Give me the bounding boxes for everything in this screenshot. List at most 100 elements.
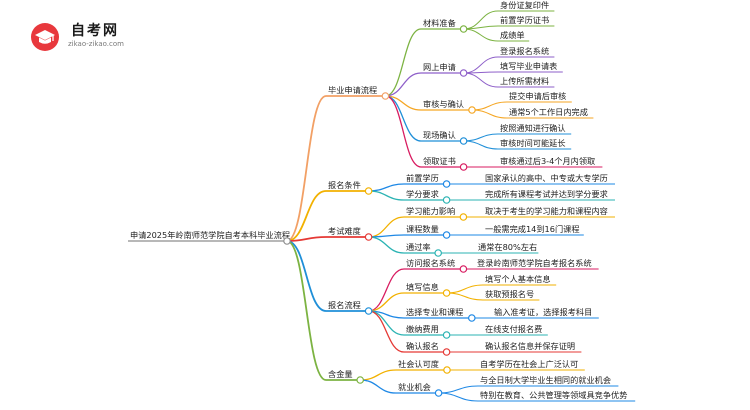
connector-line: [286, 240, 327, 381]
node-connector-dot[interactable]: [442, 180, 451, 188]
connector-line: [286, 236, 327, 242]
node-connector-dot[interactable]: [356, 376, 365, 384]
node-connector-dot[interactable]: [459, 25, 468, 33]
subtopic[interactable]: 就业机会: [398, 382, 431, 392]
connector-line: [286, 190, 327, 242]
connector-line: [360, 369, 397, 381]
subtopic[interactable]: 确认报名: [406, 341, 439, 351]
node-connector-dot[interactable]: [364, 307, 373, 315]
leaf-item[interactable]: 确认报名信息并保存证明: [485, 341, 575, 351]
leaf-item[interactable]: 登录岭南师范学院自考报名系统: [477, 258, 592, 268]
leaf-item[interactable]: 提交申请后审核: [509, 91, 566, 101]
leaf-item[interactable]: 完成所有课程考试并达到学分要求: [485, 189, 608, 199]
connector-line: [471, 109, 508, 119]
connector-line: [463, 133, 499, 142]
subtopic[interactable]: 审核与确认: [423, 99, 464, 109]
leaf-item[interactable]: 填写个人基本信息: [485, 274, 551, 284]
leaf-item[interactable]: 按照通知进行确认: [500, 123, 566, 133]
subtopic[interactable]: 网上申请: [423, 62, 456, 72]
connector-line: [446, 284, 484, 294]
subtopic[interactable]: 领取证书: [423, 156, 456, 166]
leaf-item[interactable]: 登录报名系统: [500, 46, 549, 56]
leaf-item[interactable]: 国家承认的高中、中专或大专学历: [485, 173, 608, 183]
node-connector-dot[interactable]: [381, 92, 390, 100]
node-connector-dot[interactable]: [459, 265, 468, 273]
node-connector-dot[interactable]: [459, 213, 468, 221]
subtopic[interactable]: 材料准备: [423, 18, 456, 28]
branch-topic[interactable]: 考试难度: [328, 226, 361, 236]
subtopic[interactable]: 学分要求: [406, 189, 439, 199]
leaf-item[interactable]: 前置学历证书: [500, 15, 549, 25]
connector-line: [368, 216, 405, 238]
leaf-item[interactable]: 一般需完成14到16门课程: [485, 224, 580, 234]
leaf-item[interactable]: 上传所需材料: [500, 76, 549, 86]
leaf-item[interactable]: 获取预报名号: [485, 289, 534, 299]
subtopic[interactable]: 学习能力影响: [406, 206, 455, 216]
node-connector-dot[interactable]: [442, 348, 451, 356]
subtopic[interactable]: 选择专业和课程: [406, 307, 463, 317]
node-connector-dot[interactable]: [467, 314, 476, 322]
subtopic[interactable]: 填写信息: [406, 282, 439, 292]
subtopic[interactable]: 社会认可度: [398, 359, 439, 369]
branch-topic[interactable]: 报名流程: [328, 300, 361, 310]
leaf-item[interactable]: 审核时间可能延长: [500, 138, 566, 148]
subtopic[interactable]: 缴纳费用: [406, 324, 439, 334]
subtopic[interactable]: 现场确认: [423, 130, 456, 140]
logo-title: 自考网: [71, 23, 119, 39]
connector-line: [463, 140, 499, 150]
subtopic[interactable]: 前置学历: [406, 173, 439, 183]
connector-line: [438, 392, 479, 402]
leaf-item[interactable]: 在线支付报名费: [485, 324, 542, 334]
node-connector-dot[interactable]: [442, 231, 451, 239]
connector-line: [385, 28, 422, 97]
subtopic[interactable]: 通过率: [406, 242, 431, 252]
connector-line: [286, 240, 327, 312]
node-connector-dot[interactable]: [459, 163, 468, 171]
connector-line: [463, 28, 499, 42]
branch-topic[interactable]: 毕业申请流程: [328, 85, 377, 95]
leaf-item[interactable]: 取决于考生的学习能力和课程内容: [485, 206, 608, 216]
connector-line: [385, 72, 422, 97]
leaf-item[interactable]: 自考学历在社会上广泛认可: [480, 359, 578, 369]
connector-line: [286, 95, 327, 242]
node-connector-dot[interactable]: [459, 137, 468, 145]
graduation-cap-icon: [30, 22, 60, 52]
connector-line: [463, 72, 499, 88]
node-connector-dot[interactable]: [442, 196, 451, 204]
connector-line: [360, 379, 397, 394]
connector-line: [368, 268, 405, 312]
node-connector-dot[interactable]: [364, 233, 373, 241]
site-logo[interactable]: 自考网 zikao-zikao.com: [30, 18, 150, 52]
node-connector-dot[interactable]: [442, 331, 451, 339]
leaf-item[interactable]: 输入准考证，选择报考科目: [494, 307, 592, 317]
leaf-item[interactable]: 身份证复印件: [500, 0, 549, 10]
leaf-item[interactable]: 成绩单: [500, 30, 525, 40]
connector-line: [463, 56, 499, 74]
connector-line: [368, 183, 405, 192]
branch-topic[interactable]: 报名条件: [328, 180, 361, 190]
node-connector-dot[interactable]: [434, 389, 443, 397]
root-topic[interactable]: 申请2025年岭南师范学院自考本科毕业流程: [130, 230, 290, 240]
branch-topic[interactable]: 含金量: [328, 369, 353, 379]
logo-url: zikao-zikao.com: [68, 40, 124, 48]
node-connector-dot[interactable]: [442, 289, 451, 297]
node-connector-dot[interactable]: [443, 366, 451, 374]
leaf-item[interactable]: 填写毕业申请表: [500, 61, 557, 71]
leaf-item[interactable]: 通常5个工作日内完成: [509, 107, 588, 117]
leaf-item[interactable]: 通常在80%左右: [478, 242, 537, 252]
node-connector-dot[interactable]: [459, 69, 468, 77]
node-connector-dot[interactable]: [364, 187, 373, 195]
subtopic[interactable]: 访问报名系统: [406, 258, 455, 268]
node-connector-dot[interactable]: [468, 106, 476, 114]
leaf-item[interactable]: 特别在教育、公共管理等领域具竞争优势: [480, 390, 627, 400]
leaf-item[interactable]: 与全日制大学毕业生相同的就业机会: [480, 375, 611, 385]
leaf-item[interactable]: 审核通过后3-4个月内领取: [500, 156, 595, 166]
connector-line: [368, 310, 405, 353]
connector-line: [368, 292, 405, 312]
subtopic[interactable]: 课程数量: [406, 224, 439, 234]
node-connector-dot[interactable]: [434, 249, 443, 257]
connector-line: [438, 385, 479, 394]
connector-line: [463, 25, 499, 30]
node-connector-dot[interactable]: [283, 237, 291, 245]
